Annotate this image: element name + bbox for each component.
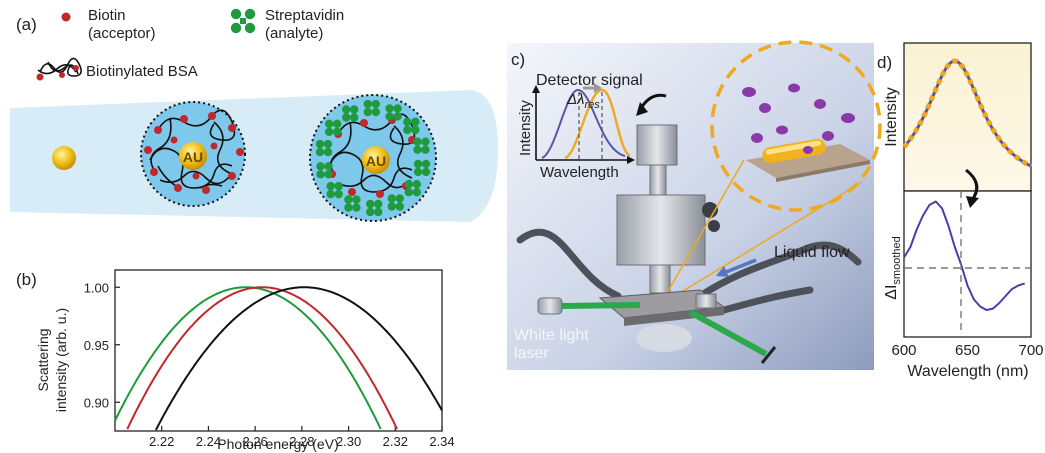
chart-b-xtick-label: 2.24 — [196, 434, 221, 449]
streptavidin-molecule — [363, 99, 380, 117]
streptavidin-molecule — [342, 105, 359, 122]
chart-d-xlabel: Wavelength (nm) — [907, 363, 1028, 380]
nanorod-on-substrate — [746, 138, 870, 182]
white-light-label-2: laser — [514, 345, 549, 362]
chart-d-ylabel-top: Intensity — [883, 87, 900, 147]
streptavidin-molecule — [413, 137, 430, 154]
au-label-1: AU — [183, 149, 203, 165]
inset-intensity-label: Intensity — [517, 100, 534, 156]
streptavidin-molecule — [385, 104, 402, 121]
chart-d-xtick-label: 650 — [955, 342, 980, 359]
biotin-legend-label: Biotin — [88, 7, 126, 24]
spectrum-inset: Δλres Intensity Wavelength — [517, 83, 635, 181]
delta-lambda-label: Δλres — [566, 91, 600, 111]
flow-cell — [598, 289, 726, 352]
chart-d-bottom-series — [903, 200, 1026, 311]
white-light-label-1: White light — [514, 327, 589, 344]
chart-d-bottom-line — [903, 200, 1026, 311]
chart-b-xtick-label: 2.26 — [242, 434, 267, 449]
bsa-legend-icon — [36, 57, 82, 81]
streptavidin-legend-icon — [230, 8, 256, 34]
streptavidin-molecule — [326, 181, 343, 199]
zoom-line-1 — [659, 159, 745, 306]
zoom-line-2 — [659, 181, 863, 306]
streptavidin-molecule — [404, 180, 422, 197]
streptavidin-molecule — [387, 194, 404, 211]
chart-b-series — [114, 286, 443, 431]
streptavidin-legend-role: (analyte) — [265, 25, 323, 42]
chart-b-xtick-label: 2.30 — [336, 434, 361, 449]
chart-b-ylabel-2: intensity (arb. u.) — [53, 308, 69, 412]
chart-d-xticks: 600 650 700 — [891, 342, 1043, 359]
curve-before-shift — [541, 88, 626, 159]
chart-d-xtick-label: 600 — [891, 342, 916, 359]
streptavidin-molecule — [324, 119, 342, 136]
chart-b-series-line-2 — [126, 286, 398, 430]
liquid-flow-label: Liquid flow — [774, 244, 850, 261]
panel-d-label: d) — [877, 53, 892, 72]
chart-b-ticks: 2.22 2.24 2.26 2.28 2.30 2.32 2.34 0.90 0.95 1.00 — [84, 280, 455, 449]
functionalized-particle: AU — [140, 101, 246, 207]
chart-d-ylabel-bottom: ΔIsmoothed — [883, 236, 903, 299]
chart-b-xtick-label: 2.28 — [289, 434, 314, 449]
beam-stop — [760, 346, 777, 364]
panel-d: d) Intensity ΔIsmoothed 600 650 700 Wavele… — [877, 42, 1044, 380]
streptavidin-molecule — [366, 199, 383, 217]
chart-b-ytick-label: 1.00 — [84, 280, 109, 295]
streptavidin-molecule — [315, 139, 333, 157]
tubing — [516, 228, 862, 316]
laser-beam-out — [688, 309, 768, 357]
biotin-legend-icon — [61, 12, 71, 22]
au-label-2: AU — [366, 153, 386, 169]
analyte-molecules — [742, 83, 855, 154]
panel-a: (a) Biotin (acceptor) Streptavidin (anal… — [10, 7, 498, 222]
particle-with-streptavidin: AU — [309, 94, 437, 222]
inset-wavelength-label: Wavelength — [540, 164, 619, 181]
streptavidin-molecule — [413, 159, 431, 177]
streptavidin-molecules — [315, 99, 431, 217]
streptavidin-molecule — [316, 162, 333, 179]
chart-b-series-line-1 — [114, 286, 382, 430]
bare-gold-nanoparticle — [52, 146, 76, 170]
chart-d-xtick-label: 700 — [1018, 342, 1043, 359]
chart-b-xtick-label: 2.34 — [429, 434, 454, 449]
shift-arrow — [594, 83, 602, 93]
liquid-flow-arrow — [725, 258, 757, 274]
chart-d-top-series — [902, 58, 1033, 169]
detector-signal-title: Detector signal — [536, 72, 643, 89]
chart-b-ytick-label: 0.90 — [84, 395, 109, 410]
curve-after-shift — [564, 88, 631, 160]
laser-beam-in — [561, 302, 641, 309]
chart-b-xlabel: Photon energy (eV) — [217, 436, 338, 452]
chart-b-xtick-label: 2.32 — [383, 434, 408, 449]
zoom-ring — [710, 40, 882, 212]
chart-b-ylabel-1: Scattering — [35, 328, 51, 391]
streptavidin-molecule — [344, 195, 361, 212]
chart-b-xtick-label: 2.22 — [149, 434, 174, 449]
chart-b-ytick-label: 0.95 — [84, 338, 109, 353]
streptavidin-legend-label: Streptavidin — [265, 7, 344, 24]
panel-c-label: c) — [511, 50, 525, 69]
panel-c: c) Detector signal Δλres Intensity Wavel… — [507, 40, 882, 370]
panel-b-label: (b) — [16, 270, 37, 289]
panel-a-label: (a) — [16, 15, 37, 34]
chart-b-frame — [114, 269, 443, 432]
bsa-legend-label: Biotinylated BSA — [86, 63, 198, 80]
biotin-legend-role: (acceptor) — [88, 25, 156, 42]
laser-source — [537, 297, 563, 315]
chart-d-top-line-after — [902, 58, 1033, 169]
chart-d-bottom-frame — [903, 190, 1032, 338]
streptavidin-molecule — [403, 117, 420, 135]
chart-b-series-line-3 — [155, 286, 443, 431]
